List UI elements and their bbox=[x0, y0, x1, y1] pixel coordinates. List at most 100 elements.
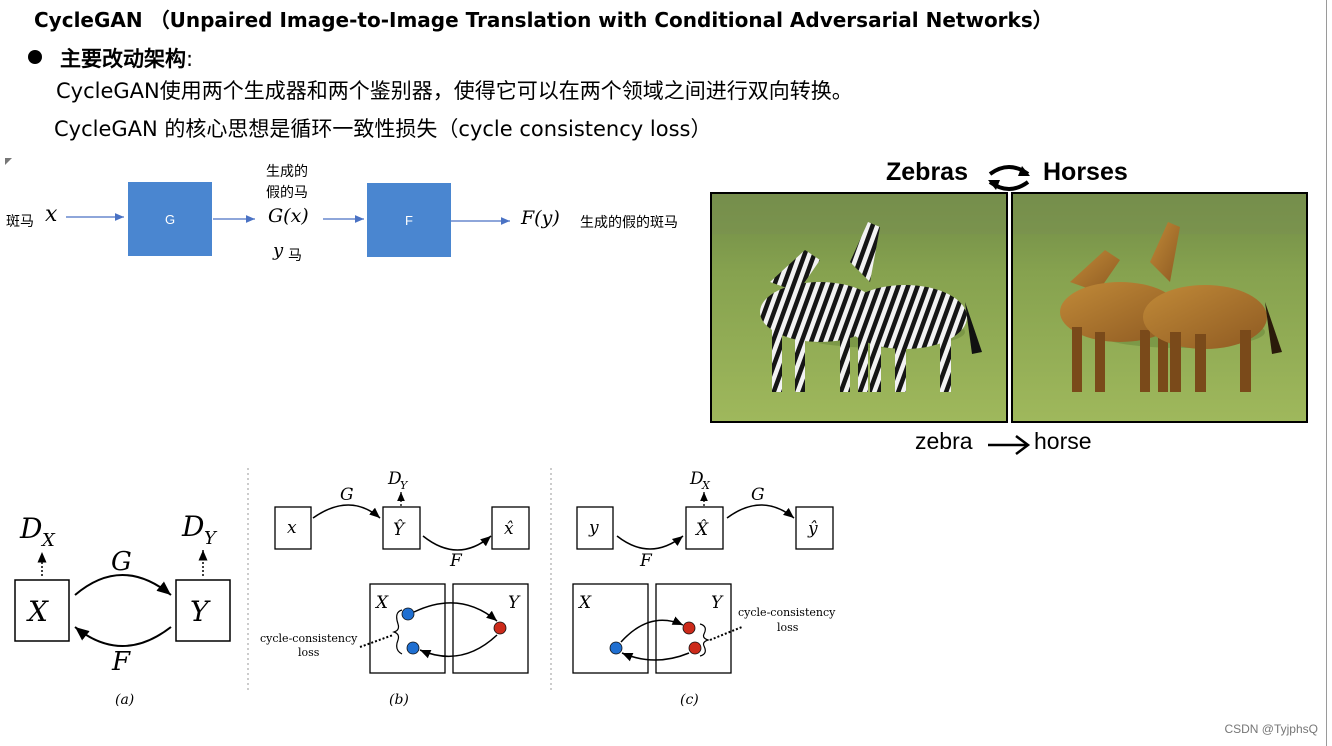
zebras-label: Zebras bbox=[886, 158, 968, 186]
c-g-label: G bbox=[751, 485, 765, 505]
swap-arrows-icon bbox=[988, 165, 1030, 191]
b-xhat-label: x̂ bbox=[504, 519, 514, 539]
c-y-label: y bbox=[588, 518, 599, 538]
cycle-consistency-figure: D X X D Y Y G F (a) x G D Y Ŷ F x̂ X Y bbox=[14, 468, 836, 708]
b-domain-x-label: X bbox=[374, 593, 389, 613]
a-panel-label: (a) bbox=[115, 692, 134, 708]
a-x-box bbox=[14, 579, 70, 642]
slide-border bbox=[1326, 0, 1327, 746]
c-panel-label: (c) bbox=[680, 692, 699, 708]
a-g-arrow bbox=[74, 574, 172, 596]
b-d-sub: Y bbox=[400, 479, 409, 492]
c-domain-x bbox=[572, 583, 649, 674]
b-domain-y bbox=[452, 583, 529, 674]
c-dot-red-1 bbox=[682, 621, 696, 635]
b-d-main: D bbox=[387, 469, 402, 489]
flow-arrows bbox=[66, 213, 510, 225]
b-loss-label-1: cycle-consistency bbox=[260, 632, 358, 645]
a-f-arrow bbox=[74, 626, 172, 647]
caption-to: horse bbox=[1034, 428, 1092, 454]
c-yhat-box bbox=[795, 506, 834, 550]
panel-c: y F D X X̂ G ŷ X Y cycle-consistency los… bbox=[572, 469, 836, 708]
b-loss-label-2: loss bbox=[298, 646, 320, 659]
b-dot-blue-1 bbox=[401, 607, 415, 621]
flow-mid-label-1: 生成的 bbox=[266, 164, 308, 180]
c-y-box bbox=[576, 506, 614, 550]
c-backward-arrow bbox=[621, 652, 690, 662]
c-xhat-box bbox=[685, 506, 724, 550]
section-heading-text: 主要改动架构 bbox=[60, 47, 186, 71]
b-loss-pointer bbox=[359, 634, 394, 648]
horse-photo bbox=[1011, 192, 1308, 423]
description-line-1: CycleGAN使用两个生成器和两个鉴别器，使得它可以在两个领域之间进行双向转换… bbox=[56, 79, 853, 103]
a-dy-sub: Y bbox=[204, 528, 218, 549]
b-dot-red bbox=[493, 621, 507, 635]
b-xhat-box bbox=[491, 506, 530, 550]
b-g-label: G bbox=[340, 485, 354, 505]
flow-mid-y-symbol: y bbox=[273, 240, 284, 261]
bullet-dot bbox=[28, 50, 42, 64]
c-d-main: D bbox=[689, 469, 704, 489]
description-line-2: CycleGAN 的核心思想是循环一致性损失（cycle consistency… bbox=[54, 117, 712, 141]
corner-marker-icon bbox=[5, 158, 12, 165]
b-backward-arrow bbox=[419, 634, 498, 659]
panel-a: D X X D Y Y G F (a) bbox=[14, 510, 231, 708]
flow-mid-symbol: G(x) bbox=[268, 205, 309, 227]
a-f-label: F bbox=[111, 647, 131, 677]
c-brace bbox=[699, 623, 710, 657]
c-g-arrow bbox=[726, 504, 795, 519]
flow-mid-y-label: 马 bbox=[288, 248, 302, 264]
a-dx-sub: X bbox=[40, 530, 56, 551]
c-f-label: F bbox=[639, 551, 653, 571]
a-g-label: G bbox=[111, 547, 132, 577]
watermark: CSDN @TyjphsQ bbox=[1224, 722, 1318, 736]
c-xhat-label: X̂ bbox=[694, 520, 709, 540]
b-panel-label: (b) bbox=[389, 692, 409, 708]
b-brace bbox=[392, 609, 403, 655]
c-dot-red-2 bbox=[688, 641, 702, 655]
b-g-arrow bbox=[312, 504, 381, 519]
flow-output-symbol: F(y) bbox=[521, 207, 560, 229]
c-d-sub: X bbox=[701, 479, 711, 492]
b-yhat-box bbox=[382, 506, 421, 550]
a-y-label: Y bbox=[190, 595, 211, 628]
c-loss-label-1: cycle-consistency bbox=[738, 606, 836, 619]
c-domain-y bbox=[655, 583, 732, 674]
generator-f-box: F bbox=[367, 183, 451, 257]
c-domain-y-label: Y bbox=[711, 593, 724, 613]
caption-from: zebra bbox=[915, 428, 973, 454]
b-domain-x bbox=[369, 583, 446, 674]
b-f-label: F bbox=[449, 551, 463, 571]
flow-mid-label-2: 假的马 bbox=[266, 185, 308, 201]
zebra-photo bbox=[710, 192, 1008, 423]
section-heading-colon: : bbox=[186, 47, 194, 71]
b-domain-y-label: Y bbox=[508, 593, 521, 613]
flow-input-label: 斑马 bbox=[6, 214, 34, 230]
page-title: CycleGAN （Unpaired Image-to-Image Transl… bbox=[34, 8, 1053, 32]
section-heading: 主要改动架构: bbox=[60, 43, 193, 73]
a-x-label: X bbox=[26, 595, 49, 628]
b-x-box bbox=[274, 506, 312, 550]
c-domain-x-label: X bbox=[577, 593, 592, 613]
c-yhat-label: ŷ bbox=[807, 519, 818, 539]
c-forward-arrow bbox=[620, 616, 684, 643]
b-dot-blue-2 bbox=[406, 641, 420, 655]
generator-g-box: G bbox=[128, 182, 212, 256]
c-loss-pointer bbox=[709, 626, 743, 641]
flow-output-label: 生成的假的斑马 bbox=[580, 215, 678, 231]
horses-label: Horses bbox=[1043, 158, 1128, 186]
panel-b: x G D Y Ŷ F x̂ X Y cycle-consistency los… bbox=[260, 469, 530, 708]
a-dx-main: D bbox=[19, 512, 42, 545]
c-f-arrow bbox=[616, 535, 684, 550]
b-forward-arrow bbox=[413, 602, 498, 622]
a-y-box bbox=[175, 579, 231, 642]
b-yhat-label: Ŷ bbox=[393, 519, 406, 540]
c-dot-blue bbox=[609, 641, 623, 655]
a-dy-main: D bbox=[181, 510, 204, 543]
zebra-horse-photo bbox=[710, 192, 1308, 423]
flow-input-symbol: x bbox=[45, 202, 58, 227]
right-arrow-icon bbox=[988, 435, 1031, 455]
b-f-arrow bbox=[422, 535, 492, 551]
c-loss-label-2: loss bbox=[777, 621, 799, 634]
b-x-label: x bbox=[287, 518, 297, 538]
